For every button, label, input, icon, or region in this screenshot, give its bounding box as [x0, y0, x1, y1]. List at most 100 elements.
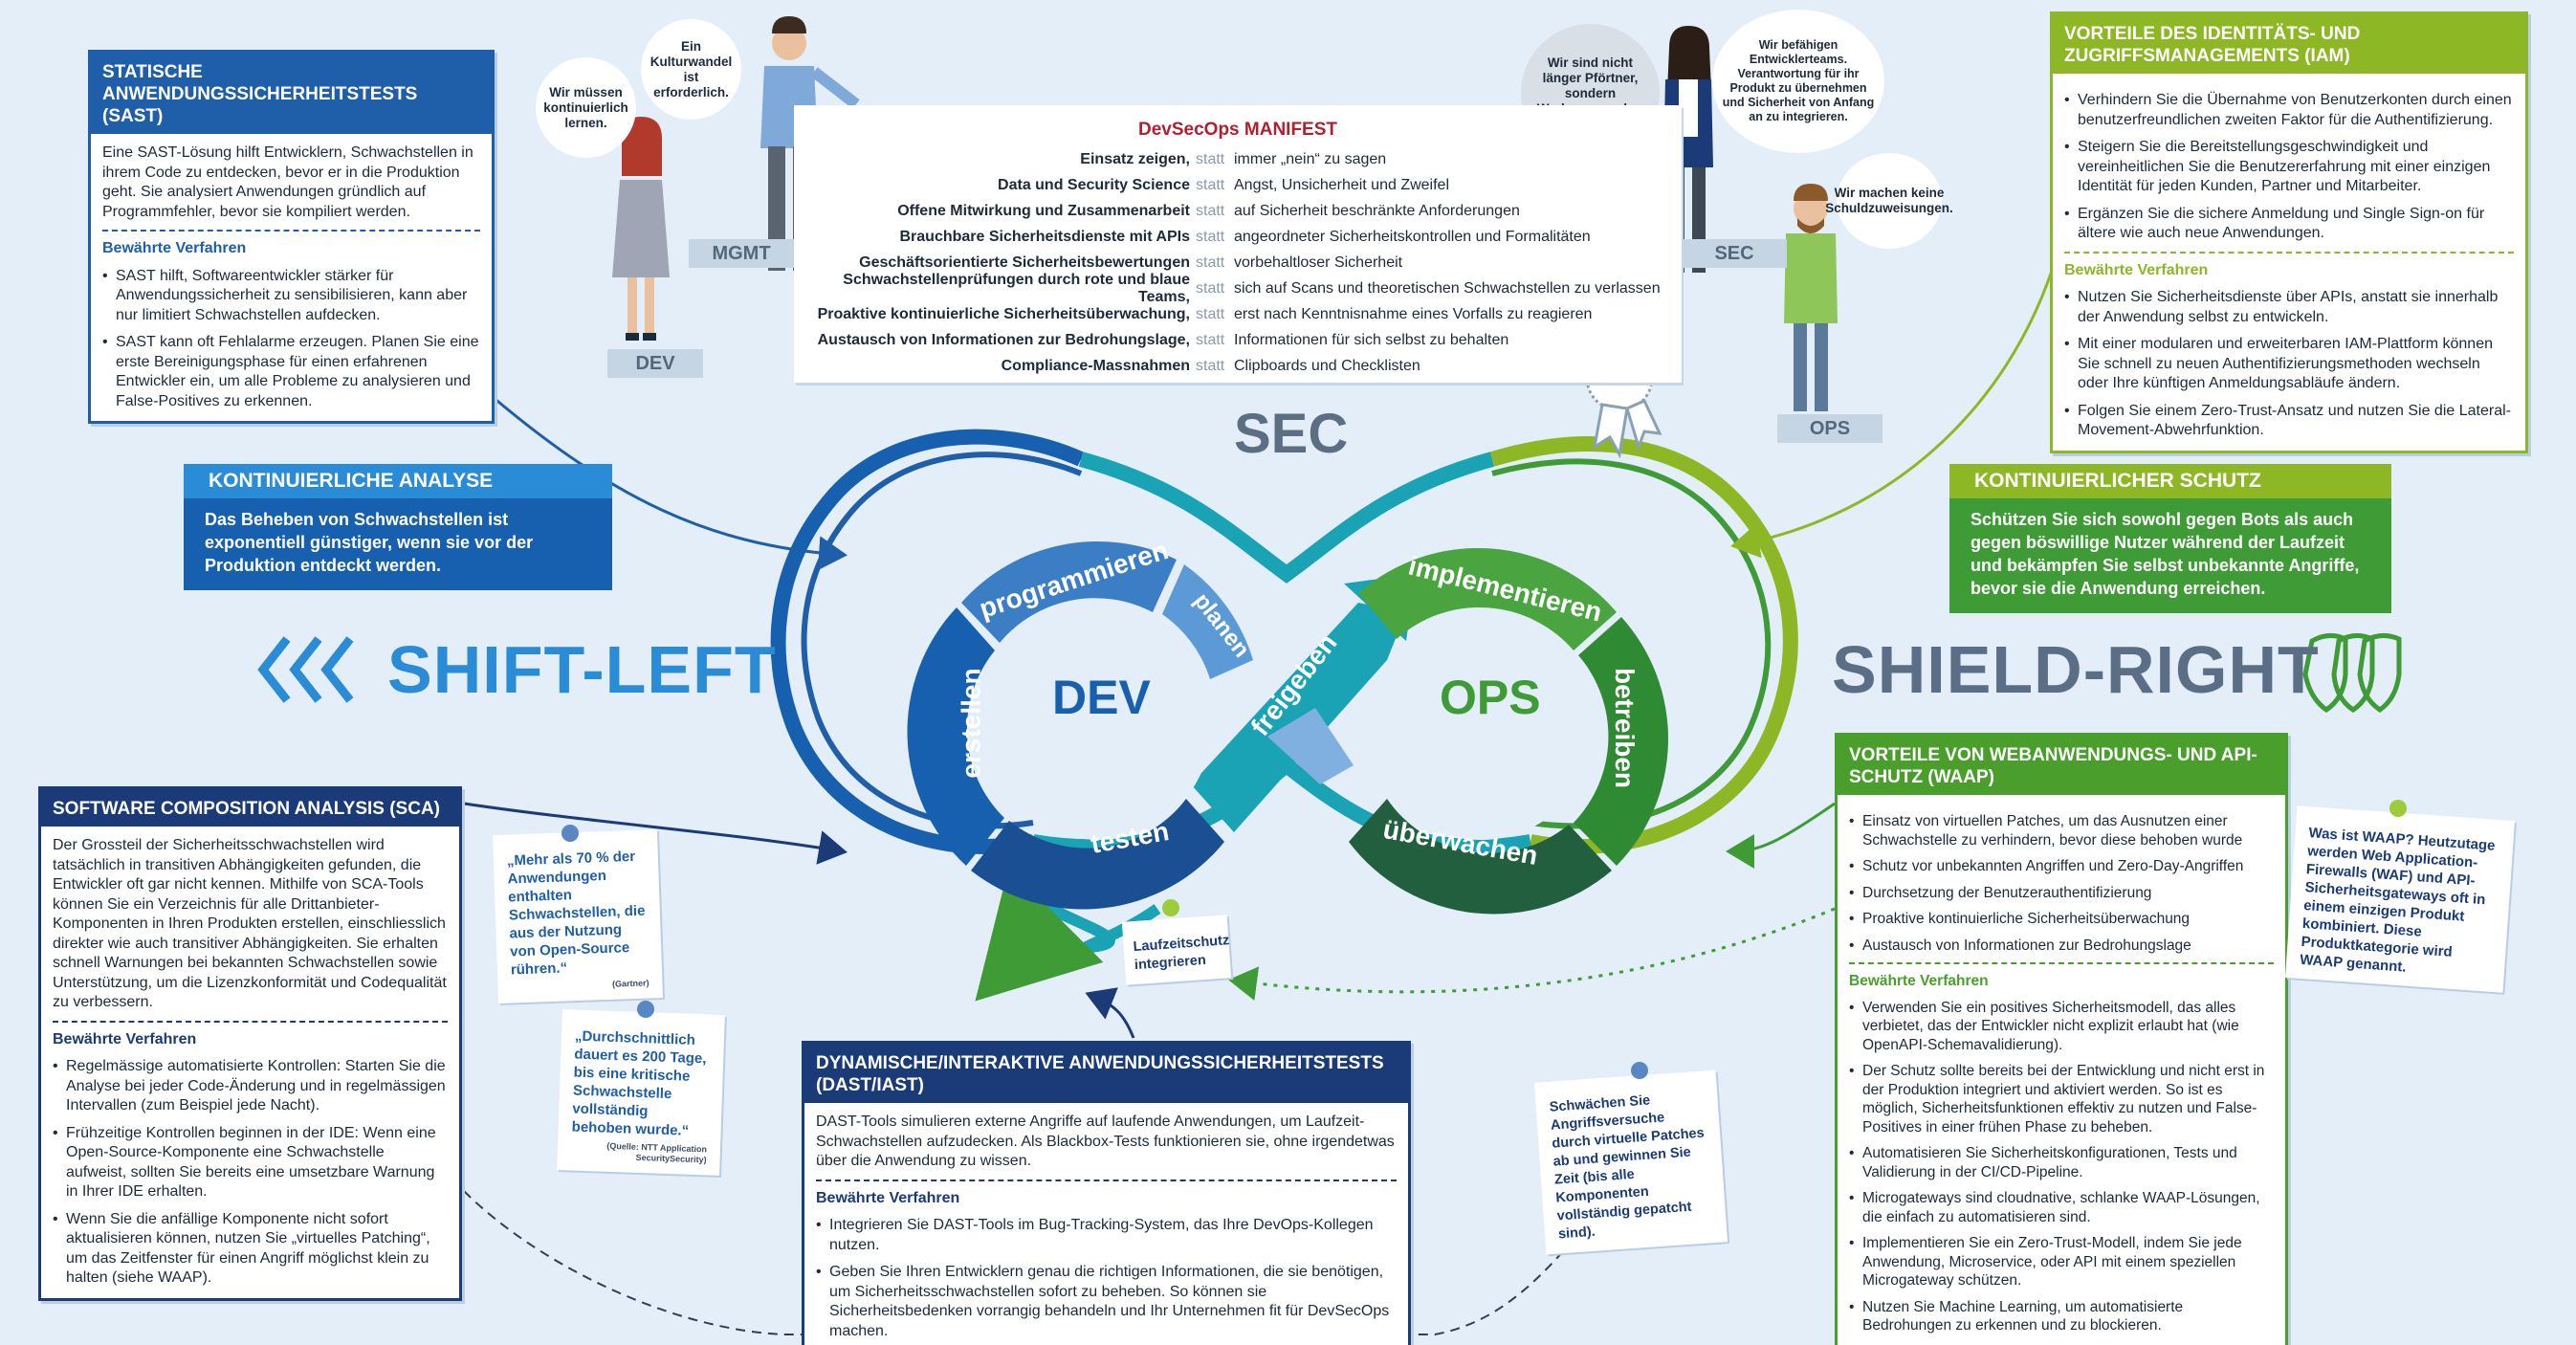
manifest-row-value: Offene Mitwirkung und Zusammenarbeit [897, 202, 1190, 219]
waap-title: VORTEILE VON WEBANWENDUNGS- UND API-SCHU… [1838, 736, 2285, 795]
tag-sec: SEC [1682, 239, 1787, 268]
loop-label-dev: DEV [1052, 671, 1151, 724]
iam-item: Verhindern Sie die Übernahme von Benutze… [2064, 91, 2514, 130]
sast-title: STATISCHE ANWENDUNGSSICHERHEITSTESTS (SA… [91, 53, 492, 134]
manifest-row: Proaktive kontinuierliche Sicherheitsübe… [794, 301, 1682, 327]
quote-ntt-text: „Durchschnittlich dauert es 200 Tage, bi… [571, 1027, 707, 1139]
manifest-row-instead: statt [1196, 331, 1225, 348]
virtual-patch-text: Schwächen Sie Angriffsversuche durch vir… [1549, 1092, 1706, 1243]
quote-gartner-source: (Gartner) [611, 978, 650, 989]
manifest-row-instead: statt [1196, 357, 1225, 374]
sca-subtitle: Bewährte Verfahren [53, 1020, 448, 1050]
waap-subtitle: Bewährte Verfahren [1849, 962, 2274, 991]
sast-intro: Eine SAST-Lösung hilft Entwicklern, Schw… [102, 144, 473, 220]
sca-intro: Der Grossteil der Sicherheitsschwachstel… [53, 837, 447, 1010]
manifest-row-opposite: vorbehaltloser Sicherheit [1234, 254, 1403, 271]
dast-box: DYNAMISCHE/INTERAKTIVE ANWENDUNGSSICHERH… [802, 1041, 1411, 1345]
manifest-row-value: Proaktive kontinuierliche Sicherheitsübe… [817, 305, 1190, 322]
manifest-row-instead: statt [1196, 150, 1225, 167]
waap-item: Durchsetzung der Benutzerauthentifizieru… [1849, 884, 2274, 903]
manifest-row-instead: statt [1196, 305, 1225, 322]
manifest-row-opposite: auf Sicherheit beschränkte Anforderungen [1234, 202, 1520, 219]
manifest-row: Austausch von Informationen zur Bedrohun… [794, 327, 1682, 353]
waap-item: Proaktive kontinuierliche Sicherheitsübe… [1849, 910, 2274, 929]
bubble-ops: Wir machen keine Schuldzuweisungen. [1825, 153, 1953, 249]
freigeben-band [1191, 603, 1406, 832]
dast-item: Integrieren Sie DAST-Tools im Bug-Tracki… [816, 1216, 1397, 1255]
sast-box: STATISCHE ANWENDUNGSSICHERHEITSTESTS (SA… [88, 50, 495, 424]
manifest-row-instead: statt [1196, 228, 1225, 245]
manifest-row-opposite: Clipboards und Checklisten [1234, 357, 1420, 374]
iam-title: VORTEILE DES IDENTITÄTS- UND ZUGRIFFSMAN… [2053, 14, 2525, 74]
dev-segment-testen [971, 799, 1224, 910]
sast-arrow [492, 395, 848, 571]
dast-subtitle: Bewährte Verfahren [816, 1179, 1397, 1209]
manifest-row-value: Data und Security Science [998, 176, 1190, 193]
waap-item: Schutz vor unbekannten Angriffen und Zer… [1849, 857, 2274, 876]
iam-box: VORTEILE DES IDENTITÄTS- UND ZUGRIFFSMAN… [2050, 11, 2528, 453]
runtime-protection-text: Laufzeitschutz integrieren [1133, 933, 1230, 974]
manifest-row-value: Geschäftsorientierte Sicherheitsbewertun… [859, 254, 1190, 271]
manifest-row-instead: statt [1196, 254, 1225, 271]
manifest-row: Brauchbare Sicherheitsdienste mit APIs st… [794, 224, 1682, 250]
manifest-row-value: Austausch von Informationen zur Bedrohun… [817, 331, 1190, 348]
iam-practice: Folgen Sie einem Zero-Trust-Ansatz und n… [2064, 402, 2514, 441]
waap-box: VORTEILE VON WEBANWENDUNGS- UND API-SCHU… [1835, 733, 2288, 1345]
person-ops-figure [1784, 184, 1838, 411]
continuous-analysis-text: Das Beheben von Schwachstellen ist expon… [184, 498, 612, 590]
quote-ntt-source: (Quelle: NTT Application SecuritySecurit… [606, 1140, 708, 1165]
pin-icon [637, 1001, 654, 1018]
outer-loop-right [1489, 436, 1798, 855]
pin-icon [561, 825, 579, 842]
virtual-patch-note: Schwächen Sie Angriffsversuche durch vir… [1533, 1069, 1728, 1255]
waap-note-text: Was ist WAAP? Heutzutage werden Web Appl… [2299, 825, 2497, 976]
dev-segment-planen [1162, 564, 1253, 679]
quote-gartner-text: „Mehr als 70 % der Anwendungen enthalten… [506, 848, 646, 979]
ops-segment-betreiben [1574, 617, 1668, 866]
sca-box: SOFTWARE COMPOSITION ANALYSIS (SCA) Der … [38, 786, 462, 1301]
tag-ops: OPS [1777, 414, 1882, 443]
manifest-row: Schwachstellenprüfungen durch rote und b… [794, 272, 1682, 305]
shift-left-title: SHIFT-LEFT [387, 632, 777, 707]
iam-item: Ergänzen Sie die sichere Anmeldung und S… [2064, 205, 2514, 244]
runtime-protection-note: Laufzeitschutz integrieren [1121, 915, 1232, 985]
waap-item: Austausch von Informationen zur Bedrohun… [1849, 937, 2274, 956]
pin-icon [2389, 800, 2407, 817]
dast-item: Geben Sie Ihren Entwicklern genau die ri… [816, 1263, 1397, 1341]
manifest-row-opposite: erst nach Kenntnisnahme eines Vorfalls z… [1234, 305, 1593, 322]
waap-practice: Nutzen Sie Machine Learning, um automati… [1849, 1298, 2274, 1335]
manifest-row: Geschäftsorientierte Sicherheitsbewertun… [794, 250, 1682, 276]
continuous-protection-title: KONTINUIERLICHER SCHUTZ [1949, 464, 2391, 498]
waap-practice: Microgateways sind cloudnative, schlanke… [1849, 1189, 2274, 1226]
tag-mgmt: MGMT [689, 239, 794, 268]
chevrons-left-icon [257, 636, 354, 703]
bubble-mgmt: Ein Kulturwandel ist erforderlich. [641, 19, 741, 120]
manifest-row-value: Compliance-Massnahmen [1001, 357, 1190, 374]
pin-icon [1162, 899, 1179, 916]
quote-gartner: „Mehr als 70 % der Anwendungen enthalten… [492, 829, 664, 1003]
ops-segment-implementieren [1358, 547, 1617, 650]
manifest-row-instead: statt [1196, 279, 1225, 297]
loop-exit-arrow [982, 942, 1071, 948]
outer-loop-right-inner [1491, 458, 1772, 829]
bubble-sec-2: Wir befähigen Entwicklerteams. Verantwor… [1712, 10, 1884, 153]
sca-title: SOFTWARE COMPOSITION ANALYSIS (SCA) [41, 789, 459, 827]
sast-subtitle: Bewährte Verfahren [102, 230, 480, 259]
waap-practice: Automatisieren Sie Sicherheitskonfigurat… [1849, 1144, 2274, 1181]
sca-item: Wenn Sie die anfällige Komponente nicht … [53, 1210, 448, 1289]
dev-segment-programmieren [961, 541, 1177, 643]
dast-arrow [1085, 987, 1135, 1039]
iam-practice: Nutzen Sie Sicherheitsdienste über APIs,… [2064, 288, 2514, 327]
waap-practice: Implementieren Sie ein Zero-Trust-Modell… [1849, 1234, 2274, 1290]
sca-arrow [463, 802, 848, 865]
waap-arrow [1726, 802, 1836, 869]
sast-item: SAST kann oft Fehlalarme erzeugen. Plane… [102, 333, 480, 411]
dast-title: DYNAMISCHE/INTERAKTIVE ANWENDUNGSSICHERH… [804, 1044, 1408, 1103]
loop-label-erstellen: erstellen [956, 668, 986, 779]
sast-item: SAST hilft, Softwareentwickler stärker f… [102, 267, 480, 326]
manifest-row-value: Brauchbare Sicherheitsdienste mit APIs [899, 228, 1190, 245]
manifest-row-value: Schwachstellenprüfungen durch rote und b… [843, 271, 1190, 305]
